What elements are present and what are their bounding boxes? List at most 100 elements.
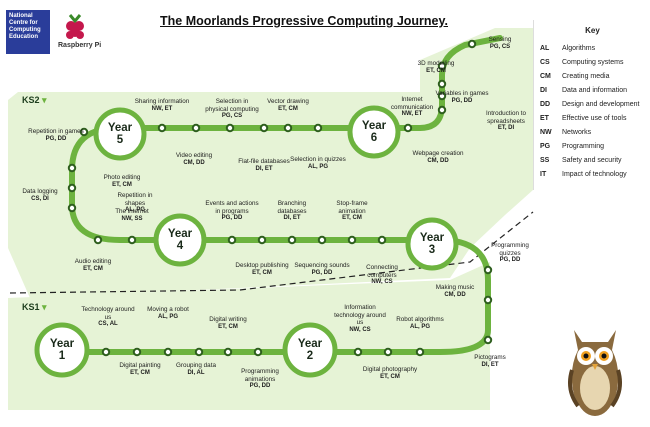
unit-codes: ET, CM [426,67,446,74]
unit-codes: ET, DI [497,125,515,132]
ks1-label: KS1 ▾ [22,302,47,312]
unit-node [403,123,413,133]
unit-node [67,163,77,173]
unit-name: Variables in games [435,90,489,97]
ks1-background [8,262,490,410]
unit-codes: ET, CM [278,105,298,112]
unit-node-group [34,39,493,378]
unit-node [67,203,77,213]
unit-codes: DI, ET [255,165,273,172]
unit-codes: ET, CM [342,215,362,222]
unit-codes: ET, CM [252,269,272,276]
unit-name: Selection in quizzes [290,156,346,163]
unit-node [283,123,293,133]
year-circle [34,322,90,378]
unit-name: Introduction to spreadsheets [486,110,526,125]
key-title: Key [585,26,600,35]
unit-codes: AL, PG [409,323,430,330]
unit-node [79,127,89,137]
unit-codes: PG, CS [221,113,243,120]
raspberry-pi-icon [66,14,84,39]
unit-node [437,91,447,101]
unit-name: Branching databases [277,200,307,215]
unit-name: Sharing information [134,98,190,105]
unit-name: Selection in physical computing [205,98,259,113]
unit-codes: NW, CS [349,326,371,333]
unit-name: Robot algorithms [396,316,444,323]
unit-node [313,123,323,133]
unit-node [437,105,447,115]
unit-name: Digital photography [362,366,418,373]
unit-codes: AL, PG [124,207,145,214]
unit-codes: AL, PG [157,313,178,320]
unit-name: Grouping data [176,362,216,369]
unit-name: Connecting computers [366,264,398,279]
unit-name: Events and actions in programs [205,200,259,215]
unit-name: Digital writing [209,316,247,323]
unit-codes: PG, DD [45,135,67,142]
unit-node [194,347,204,357]
unit-name: Internet communication [390,96,434,111]
unit-node [377,235,387,245]
year-circle [405,217,459,271]
unit-codes: NW, SS [121,215,143,222]
unit-codes: ET, CM [112,181,132,188]
unit-node [223,347,233,357]
unit-name: Information technology around us [334,304,386,327]
unit-node [415,347,425,357]
unit-codes: NW, ET [401,111,423,118]
unit-node [191,123,201,133]
unit-name: Vector drawing [267,98,309,105]
page-title: The Moorlands Progressive Computing Jour… [160,14,449,28]
unit-node [101,347,111,357]
unit-node [383,347,393,357]
unit-name: Stop-frame animation [336,200,368,215]
unit-node [253,347,263,357]
raspberry-pi-logo-text: Raspberry Pi [58,42,102,49]
unit-codes: ET, CM [380,373,400,380]
unit-codes: PG, DD [451,97,473,104]
unit-codes: CS, DI [31,195,49,202]
unit-node [467,39,477,49]
unit-node [93,235,103,245]
unit-node [347,235,357,245]
unit-name: Sequencing sounds [294,262,350,269]
unit-name: Making music [435,284,475,291]
unit-name: Desktop publishing [235,262,289,269]
year-circle [153,213,207,267]
unit-codes: PG, DD [249,383,271,390]
unit-codes: ET, CM [83,265,103,272]
unit-name: 3D modelling [417,60,455,67]
